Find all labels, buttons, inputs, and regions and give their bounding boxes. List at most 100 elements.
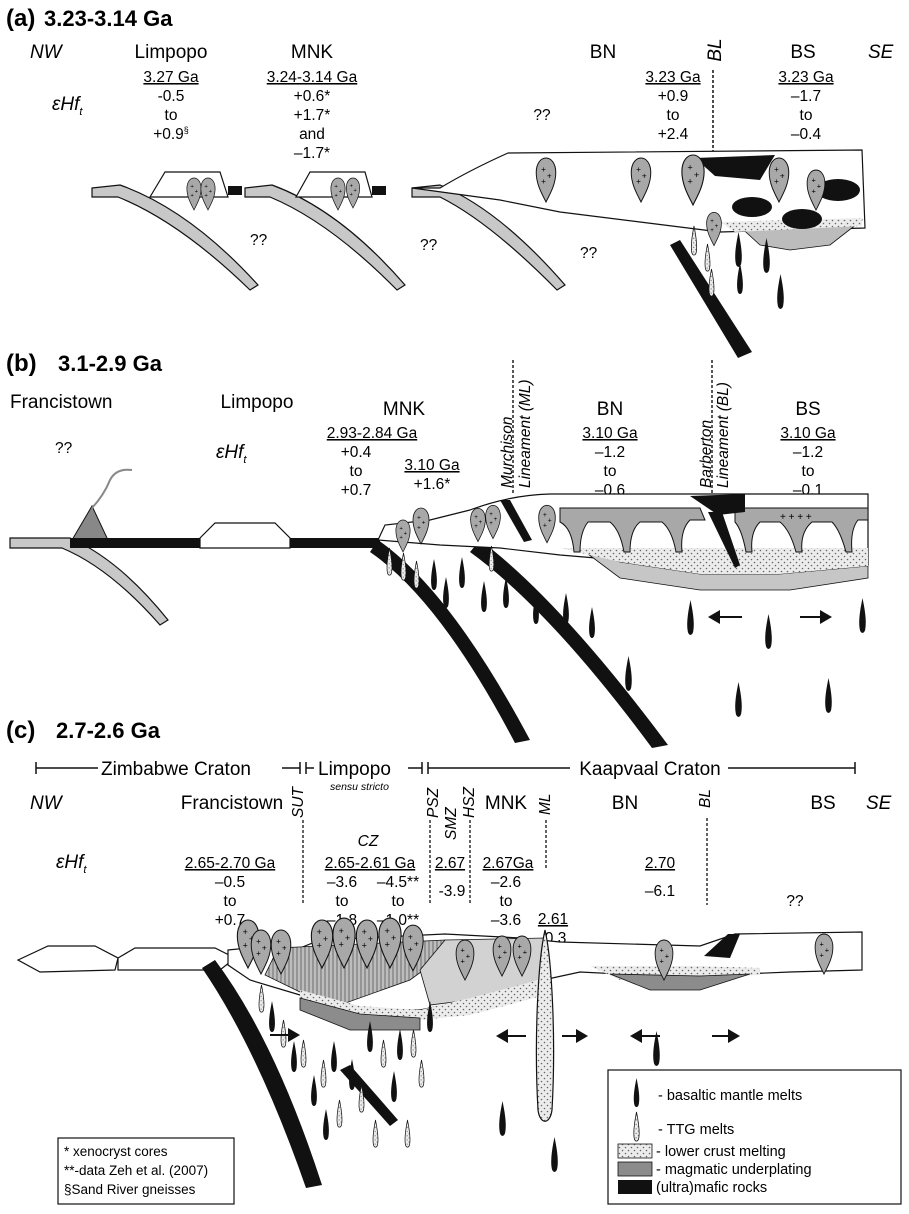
region-mnk: MNK xyxy=(291,42,334,63)
cz-val-1b: to xyxy=(336,893,349,910)
bn-val-1: +0.9 xyxy=(658,88,689,105)
legend-swatch-stipple xyxy=(618,1144,652,1158)
mnk-pluton-2 xyxy=(346,178,359,208)
melt-b-3 xyxy=(459,557,465,588)
arrow-c-slab xyxy=(288,1028,300,1042)
limpopo-b-block xyxy=(200,523,290,548)
region-psz: PSZ xyxy=(425,787,442,818)
bn-unknown: ?? xyxy=(533,107,551,124)
se-label: SE xyxy=(868,42,894,63)
melt-c-11 xyxy=(499,1101,506,1136)
arrow-c-1 xyxy=(496,1029,508,1043)
panel-b-letter: (b) xyxy=(6,350,37,377)
ehf-label-c: εHft xyxy=(56,852,87,876)
unknown-a-1: ?? xyxy=(250,232,268,249)
region-bn-b: BN xyxy=(597,399,623,420)
melt-b-9 xyxy=(687,600,694,635)
melt-b-10 xyxy=(765,614,772,649)
francistown-slab xyxy=(10,538,168,625)
bn-b-age: 3.10 Ga xyxy=(582,425,638,442)
melt-c-4 xyxy=(331,1041,337,1072)
melt-c-12 xyxy=(551,1137,558,1172)
legend-swatch-gray xyxy=(618,1162,652,1176)
melt-c-2 xyxy=(291,1041,297,1072)
francistown-unknown: ?? xyxy=(55,440,73,457)
arrow-c-3 xyxy=(630,1029,642,1043)
panel-b-title: 3.1-2.9 Ga xyxy=(58,351,163,376)
francistown-bar xyxy=(70,538,200,548)
limpopo-pluton-1 xyxy=(187,178,201,210)
mnk-mafic xyxy=(372,186,386,195)
region-bn: BN xyxy=(590,42,616,63)
region-smz: SMZ xyxy=(443,807,460,840)
region-bs-c: BS xyxy=(810,793,835,814)
zimbabwe-craton-label: Zimbabwe Craton xyxy=(101,759,251,780)
mnk-c-val-3: –3.6 xyxy=(491,912,521,929)
mnk-val-4: –1.7* xyxy=(294,145,330,162)
smz-age: 2.67 xyxy=(435,855,465,872)
mnk-pluton-1 xyxy=(331,178,345,210)
bs-age: 3.23 Ga xyxy=(778,69,834,86)
panel-c-letter: (c) xyxy=(6,717,35,744)
melt-c-3 xyxy=(311,1075,317,1106)
bn-b-val-1: –1.2 xyxy=(595,444,625,461)
melt-a-3 xyxy=(737,263,743,294)
ttg-c-1 xyxy=(259,985,264,1012)
ttg-c-2 xyxy=(281,1020,286,1047)
mnk-slab xyxy=(245,185,405,290)
nw-label: NW xyxy=(30,42,64,63)
ttg-c-8 xyxy=(411,1030,416,1057)
region-limpopo: Limpopo xyxy=(135,42,208,63)
bn-val-3: +2.4 xyxy=(658,126,689,143)
kaapvaal-craton-label: Kaapvaal Craton xyxy=(579,759,721,780)
bs-b-val-2: to xyxy=(802,463,815,480)
ml-c-age: 2.61 xyxy=(538,911,568,928)
arrow-c-4 xyxy=(728,1029,740,1043)
ttg-c-9 xyxy=(419,1060,424,1087)
melt-b-14 xyxy=(825,678,832,713)
cz-age: 2.65-2.61 Ga xyxy=(325,855,416,872)
cz-val-1a: –3.6 xyxy=(327,874,357,891)
footnote-3: §Sand River gneisses xyxy=(64,1182,196,1197)
limpopo-val-3: +0.9§ xyxy=(153,125,189,143)
arrow-c-2 xyxy=(576,1029,588,1043)
limpopo-b-bar xyxy=(290,538,380,548)
limpopo-craton-label: Limpopo xyxy=(318,759,391,780)
mnk-b-pluton-1 xyxy=(396,520,410,552)
volcano-plume xyxy=(92,470,132,508)
mnk-b-age-1: 2.93-2.84 Ga xyxy=(327,425,418,442)
region-bs-b: BS xyxy=(795,399,820,420)
panel-a-title: 3.23-3.14 Ga xyxy=(44,6,173,31)
cz-slab-c xyxy=(340,1065,398,1126)
ttg-c-11 xyxy=(381,1040,386,1067)
panel-a-letter: (a) xyxy=(6,5,35,32)
legend-label-stipple: - lower crust melting xyxy=(656,1144,786,1160)
bs-b-val-1: –1.2 xyxy=(793,444,823,461)
underplate-c-right xyxy=(610,974,750,990)
mnk-b-age-2: 3.10 Ga xyxy=(404,457,460,474)
mnk-b-val-2: to xyxy=(350,463,363,480)
sensu-stricto: sensu stricto xyxy=(330,781,389,793)
bn-val-2: to xyxy=(667,107,680,124)
mnk-b-val-3: +0.7 xyxy=(341,482,372,499)
sill-plus-1: + + + + xyxy=(780,512,812,523)
ttg-c-3 xyxy=(301,1040,306,1067)
melt-b-8 xyxy=(589,607,595,638)
melt-b-12 xyxy=(625,656,632,691)
melt-b-7 xyxy=(563,593,569,624)
ft-val-2: to xyxy=(224,893,237,910)
ml-label-2: Lineament (ML) xyxy=(517,379,534,488)
bs-val-1: –1.7 xyxy=(791,88,821,105)
limpopo-age: 3.27 Ga xyxy=(143,69,199,86)
mafic-a-2 xyxy=(782,209,822,229)
region-ml-c: ML xyxy=(537,793,554,815)
mnk-val-3: and xyxy=(299,126,325,143)
unknown-a-2: ?? xyxy=(420,237,438,254)
bs-c-unknown: ?? xyxy=(786,893,804,910)
region-bn-c: BN xyxy=(612,793,638,814)
mnk-c-val-2: to xyxy=(500,893,513,910)
mafic-a-1 xyxy=(732,197,772,217)
mnk-c-val-1: –2.6 xyxy=(491,874,521,891)
limpopo-pluton-2 xyxy=(201,178,215,210)
